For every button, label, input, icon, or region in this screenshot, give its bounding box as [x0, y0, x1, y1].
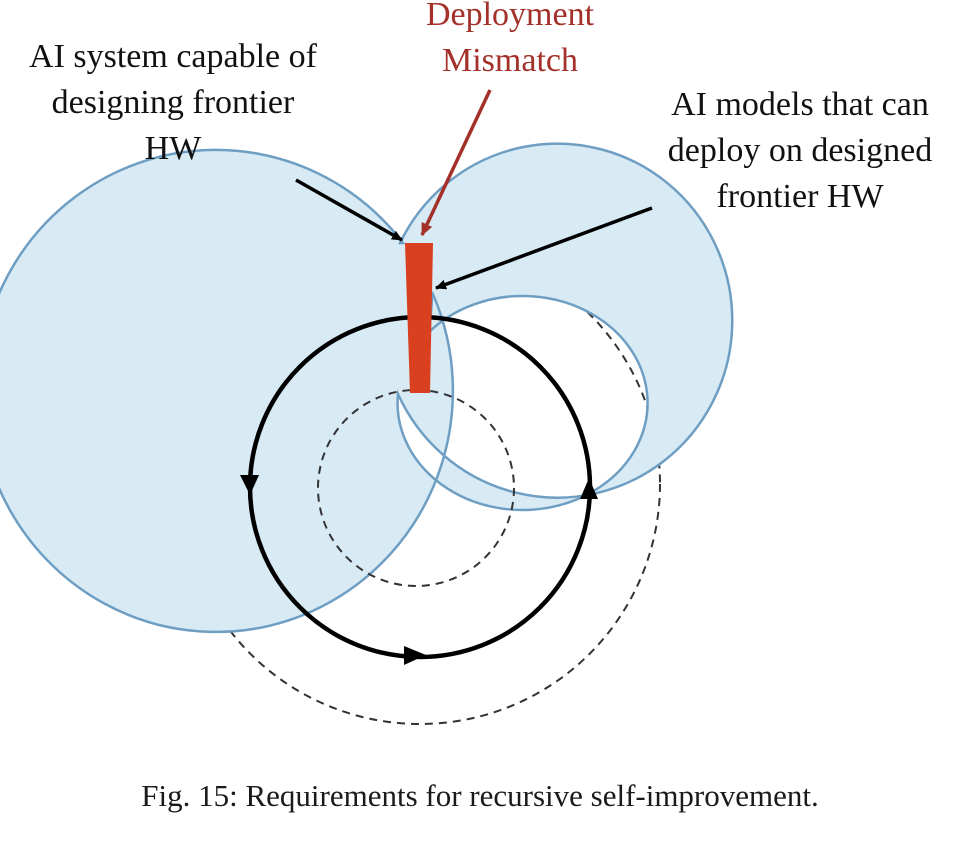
label-top-line-2: Mismatch [442, 42, 578, 79]
outer-dashed-circle [179, 243, 661, 725]
label-right-line-1: AI models that can [671, 86, 929, 123]
label-right-line-2: deploy on designed [667, 132, 933, 169]
deployment-mismatch-wedge [405, 243, 433, 393]
label-right-line-3: frontier HW [716, 178, 884, 215]
label-left-line-2: designing frontier [51, 84, 295, 121]
cycle-arrowhead-right [580, 478, 598, 499]
label-deployable-models: AI models that can deploy on designed fr… [655, 82, 945, 220]
inner-dashed-circle [317, 389, 515, 587]
label-left-line-1: AI system capable of [29, 38, 317, 75]
label-ai-hw-designer: AI system capable of designing frontier … [18, 34, 328, 172]
cycle-arrowhead-left [240, 475, 259, 495]
spiral-band [0, 142, 734, 634]
label-top-line-1: Deployment [425, 0, 595, 33]
label-left-line-3: HW [144, 130, 202, 167]
mismatch-label-pointer-arrow [420, 89, 492, 237]
left-label-pointer-arrow [295, 178, 403, 242]
label-deployment-mismatch: Deployment Mismatch [410, 0, 610, 84]
cycle-arrowhead-bottom [404, 646, 426, 665]
figure-caption: Fig. 15: Requirements for recursive self… [141, 778, 819, 813]
right-label-pointer-arrow [435, 206, 653, 290]
